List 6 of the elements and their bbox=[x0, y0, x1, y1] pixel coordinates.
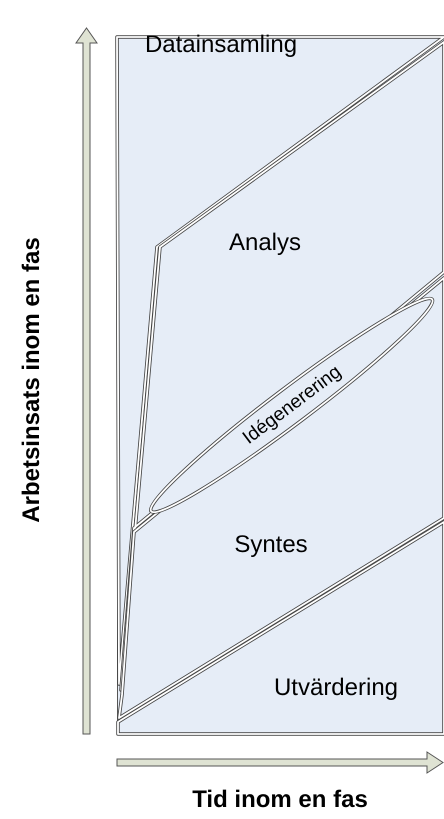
phase-label: Datainsamling bbox=[144, 33, 298, 57]
phase-label: Utvärdering bbox=[274, 676, 398, 700]
axis-label: Arbetsinsats inom en fas bbox=[20, 237, 44, 523]
phase-label: Analys bbox=[228, 231, 302, 255]
phase-label: Syntes bbox=[234, 533, 308, 557]
axis-label: Tid inom en fas bbox=[192, 788, 368, 812]
